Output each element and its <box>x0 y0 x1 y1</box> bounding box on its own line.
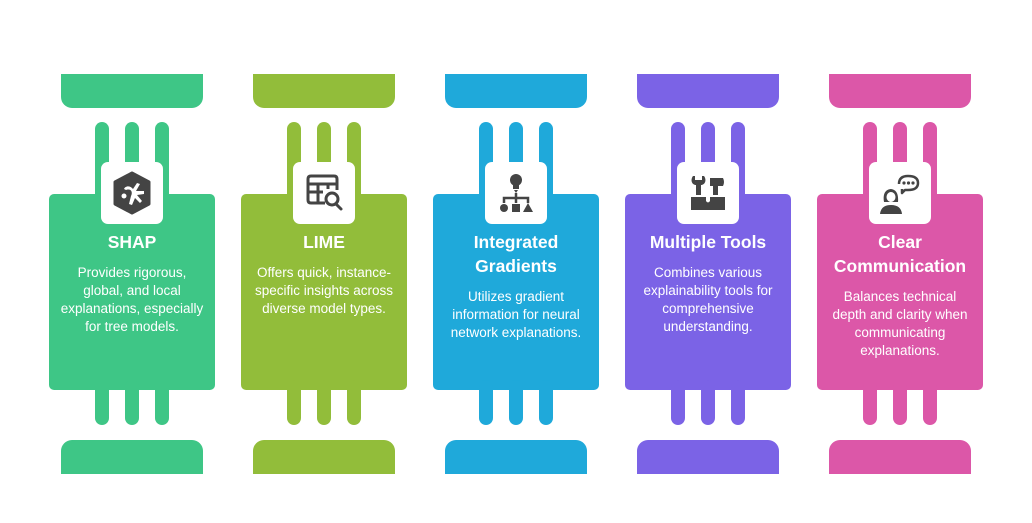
icon-container <box>101 162 163 224</box>
pillar-bottom-cap <box>253 440 395 474</box>
pillar-title: LIME <box>303 232 345 252</box>
pillar-rod <box>479 380 493 425</box>
pillar-card <box>433 194 599 390</box>
pillar-rod <box>731 380 745 425</box>
pillar-top-cap <box>253 74 395 108</box>
pillar-title: Clear Communication <box>833 232 967 276</box>
pillar-bottom-cap <box>637 440 779 474</box>
pillar-top-cap <box>829 74 971 108</box>
pillar-bottom-cap <box>445 440 587 474</box>
pillar-rod <box>539 380 553 425</box>
pillar-rod <box>95 380 109 425</box>
pillar-rod <box>701 380 715 425</box>
pillar-rod <box>287 380 301 425</box>
pillar-rod <box>893 380 907 425</box>
pillar-rod <box>347 380 361 425</box>
pillar-integrated-gradients: Integrated Gradients Utilizes gradient i… <box>433 0 625 523</box>
icon-container <box>869 162 931 224</box>
pillar-card <box>817 194 983 390</box>
pillar-top-cap <box>637 74 779 108</box>
pillar-card <box>49 194 215 390</box>
pillar-card <box>241 194 407 390</box>
lightbulb-hierarchy-icon <box>500 174 533 212</box>
icon-container <box>485 162 547 224</box>
frog-footprint-hexagon-icon <box>113 171 151 215</box>
pillar-lime: LIME Offers quick, instance-specific ins… <box>241 0 433 523</box>
pillar-title: Integrated Gradients <box>473 232 559 276</box>
table-magnifier-icon <box>306 174 343 211</box>
pillar-description: Provides rigorous, global, and local exp… <box>60 265 204 334</box>
pillar-rod <box>923 380 937 425</box>
pillar-bottom-cap <box>61 440 203 474</box>
pillar-title: SHAP <box>107 232 157 252</box>
icon-container <box>677 162 739 224</box>
pillar-multiple-tools: Multiple Tools Combines various explaina… <box>625 0 817 523</box>
pillar-rod <box>509 380 523 425</box>
toolbox-icon <box>691 176 725 210</box>
pillar-card <box>625 194 791 390</box>
person-speech-bubble-icon <box>880 174 920 214</box>
pillar-top-cap <box>445 74 587 108</box>
pillar-bottom-cap <box>829 440 971 474</box>
pillar-description: Combines various explainability tools fo… <box>643 265 773 334</box>
pillar-top-cap <box>61 74 203 108</box>
icon-container <box>293 162 355 224</box>
pillar-rod <box>863 380 877 425</box>
pillar-clear-communication: Clear Communication Balances technical d… <box>817 0 1009 523</box>
pillar-rod <box>671 380 685 425</box>
pillar-rod <box>155 380 169 425</box>
pillar-title: Multiple Tools <box>649 232 767 252</box>
pillar-shap: SHAP Provides rigorous, global, and loca… <box>49 0 241 523</box>
pillar-description: Utilizes gradient information for neural… <box>450 289 582 340</box>
pillar-rod <box>125 380 139 425</box>
pillar-description: Offers quick, instance-specific insights… <box>254 265 394 316</box>
pillar-description: Balances technical depth and clarity whe… <box>832 289 968 358</box>
pillar-rod <box>317 380 331 425</box>
